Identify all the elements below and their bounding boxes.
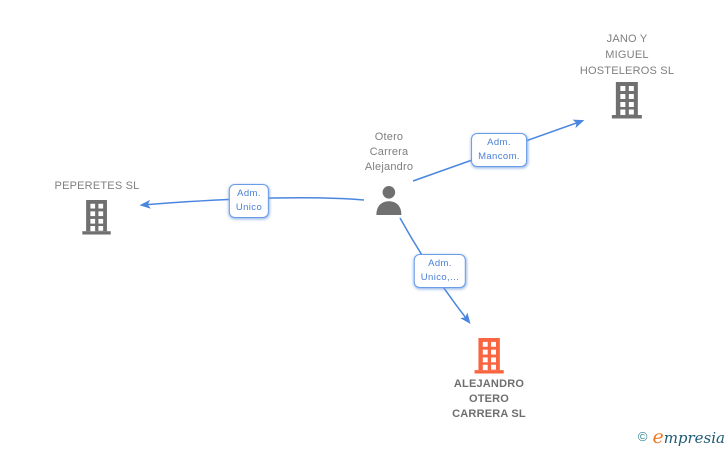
edge-label-adm-mancom: Adm. Mancom. xyxy=(471,133,527,167)
copyright-icon: © xyxy=(637,429,648,444)
node-company-alejandro-otero-carrera[interactable]: ALEJANDRO OTERO CARRERA SL xyxy=(452,338,526,422)
edge-label-adm-unico: Adm. Unico xyxy=(228,184,270,218)
empresia-logo: empresia xyxy=(652,426,725,448)
edge-label-adm-unico-more: Adm. Unico,... xyxy=(413,254,467,288)
building-icon xyxy=(82,200,112,235)
node-person-otero-carrera-alejandro[interactable]: Otero Carrera Alejandro xyxy=(365,130,413,215)
person-silhouette-icon xyxy=(376,186,402,215)
person-name: Otero Carrera Alejandro xyxy=(364,131,414,173)
logo-initial: e xyxy=(652,426,664,448)
building-icon-highlighted xyxy=(474,338,504,374)
company-name: ALEJANDRO OTERO CARRERA SL xyxy=(452,378,526,420)
node-company-jano-y-miguel-hosteleros[interactable]: JANO Y MIGUEL HOSTELEROS SL xyxy=(580,31,674,119)
building-icon xyxy=(611,82,642,119)
empresia-watermark: © empresia xyxy=(638,426,725,448)
company-name: PEPERETES SL xyxy=(54,180,140,192)
edge-adm-unico xyxy=(139,196,365,209)
company-name: JANO Y MIGUEL HOSTELEROS SL xyxy=(579,33,675,77)
node-company-peperetes[interactable]: PEPERETES SL xyxy=(55,179,140,235)
logo-rest: mpresia xyxy=(663,429,725,447)
